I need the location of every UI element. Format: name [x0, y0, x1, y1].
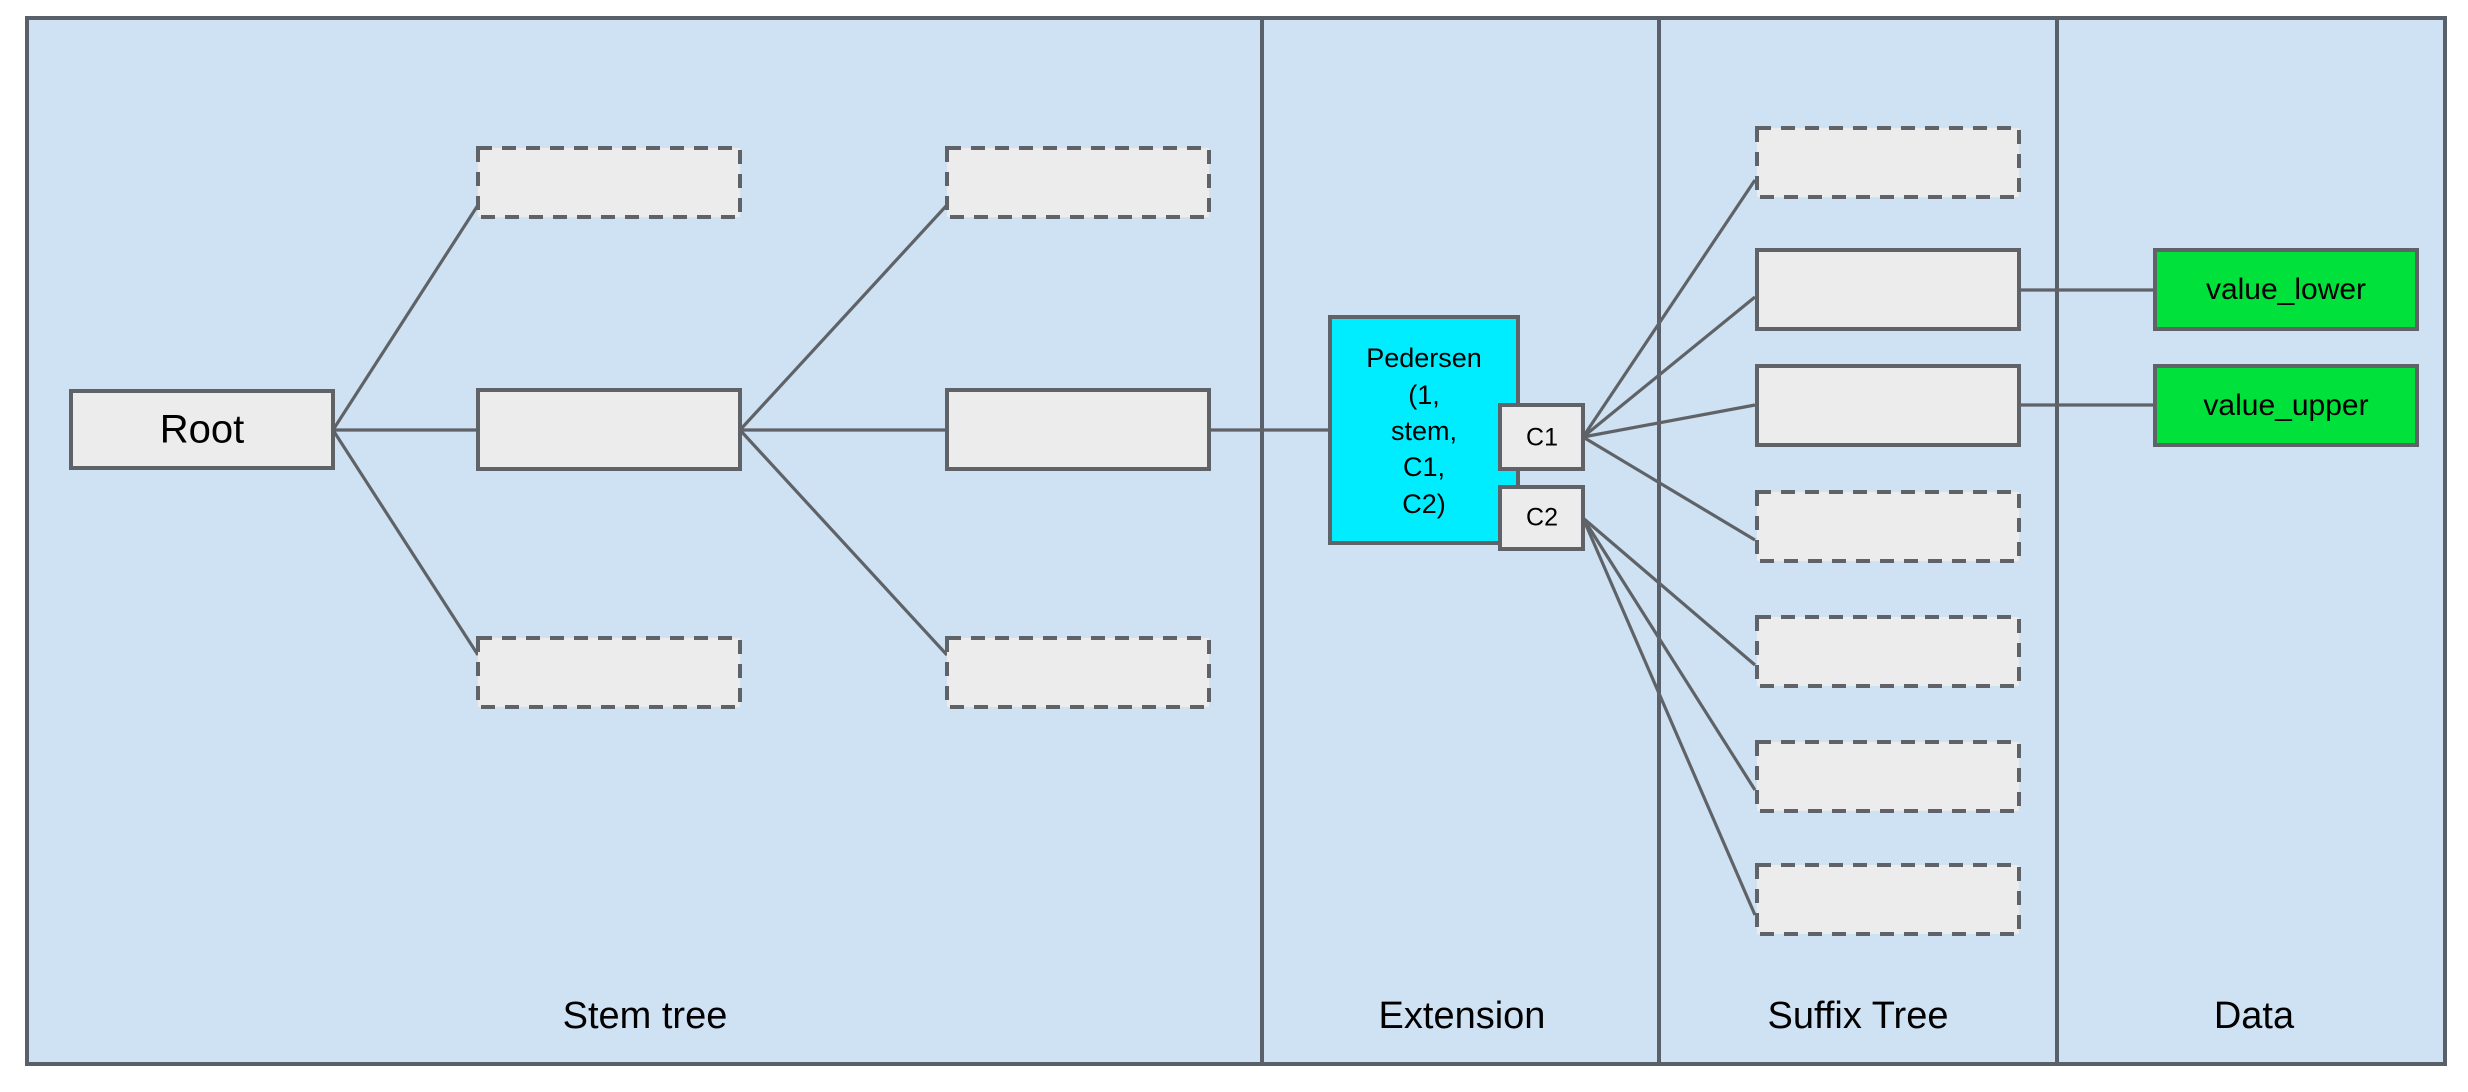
node-pedersen-commitment[interactable]: Pedersen (1, stem, C1, C2)	[1328, 315, 1520, 545]
lane-label-data: Data	[2214, 995, 2295, 1037]
pedersen-line-3: stem,	[1391, 416, 1457, 446]
node-sfx-2[interactable]	[1755, 248, 2021, 331]
node-sfx-5[interactable]	[1755, 615, 2021, 688]
node-c2-label: C2	[1526, 504, 1558, 532]
node-s1-bot[interactable]	[476, 636, 742, 709]
node-sfx-3[interactable]	[1755, 364, 2021, 447]
pool-background	[25, 16, 2447, 1066]
edge-c1-sfx3	[1582, 403, 1756, 439]
edge-root-s1top	[331, 204, 480, 431]
edge-c1-sfx4	[1582, 435, 1756, 542]
node-value-lower-label: value_lower	[2206, 273, 2366, 306]
edge-c2-sfx6	[1581, 517, 1757, 791]
pedersen-line-5: C2)	[1402, 489, 1446, 519]
edge-c2-sfx7	[1581, 517, 1757, 916]
edges-c2-to-suffix	[1581, 516, 1757, 916]
node-sfx-1[interactable]	[1755, 126, 2021, 199]
node-c1-label: C1	[1526, 424, 1558, 452]
node-sfx-4[interactable]	[1755, 490, 2021, 563]
pedersen-line-2: (1,	[1408, 380, 1440, 410]
node-s2-mid[interactable]	[945, 388, 1211, 471]
node-root[interactable]: Root	[69, 389, 335, 470]
node-s1-mid[interactable]	[476, 388, 742, 471]
edge-c1-sfx1	[1581, 179, 1757, 438]
lane-label-suffix-tree: Suffix Tree	[1768, 995, 1949, 1037]
edge-s1mid-s2top	[738, 203, 949, 432]
node-sfx-7[interactable]	[1755, 863, 2021, 936]
lane-label-stem-tree: Stem tree	[563, 995, 728, 1037]
edge-s1mid-s2bot	[738, 428, 949, 657]
node-s2-bot[interactable]	[945, 636, 1211, 709]
edge-c2-sfx5	[1581, 516, 1757, 667]
edges-c1-to-suffix	[1581, 179, 1757, 542]
node-value-lower[interactable]: value_lower	[2153, 248, 2419, 331]
node-s2-top[interactable]	[945, 146, 1211, 219]
node-value-upper-label: value_upper	[2203, 389, 2368, 422]
lane-label-extension: Extension	[1379, 995, 1546, 1037]
node-c1[interactable]: C1	[1498, 403, 1585, 471]
edges-root-to-level1	[331, 204, 480, 656]
node-value-upper[interactable]: value_upper	[2153, 364, 2419, 447]
node-s1-top[interactable]	[476, 146, 742, 219]
node-sfx-6[interactable]	[1755, 740, 2021, 813]
pedersen-line-1: Pedersen	[1366, 343, 1482, 373]
node-c2[interactable]: C2	[1498, 485, 1585, 551]
edge-c1-sfx2	[1581, 295, 1757, 439]
edges-level1-to-level2	[738, 203, 949, 657]
edges-suffix-to-data	[2019, 288, 2155, 407]
pedersen-line-4: C1,	[1403, 452, 1445, 482]
node-root-label: Root	[160, 408, 245, 452]
edge-root-s1bot	[331, 429, 480, 656]
